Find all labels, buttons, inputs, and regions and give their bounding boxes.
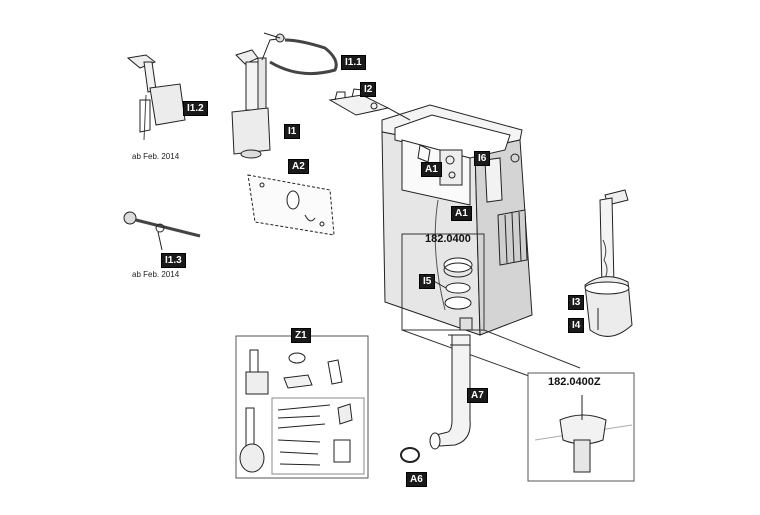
alt-hose <box>123 211 201 251</box>
label-i1-3: I1.3 <box>161 253 186 268</box>
label-a7: A7 <box>467 388 488 403</box>
flush-pipe <box>429 317 473 450</box>
label-i1-2: I1.2 <box>183 101 208 116</box>
label-i3: I3 <box>568 295 585 310</box>
label-i1: I1 <box>284 124 301 139</box>
label-a2: A2 <box>288 159 309 174</box>
label-i2: I2 <box>360 82 377 97</box>
seal-ring <box>400 447 420 463</box>
part-182-0400-box <box>401 233 581 381</box>
flush-valve <box>584 189 633 337</box>
fill-valve <box>231 37 286 159</box>
kit-box <box>235 335 369 479</box>
part-number-main: 182.0400 <box>425 233 471 245</box>
alt-fill-valve <box>126 54 186 141</box>
part-number-detail: 182.0400Z <box>548 376 601 388</box>
label-a1-top: A1 <box>421 162 442 177</box>
detail-box <box>527 372 635 482</box>
mounting-plate <box>247 174 335 236</box>
label-a1-bottom: A1 <box>451 206 472 221</box>
label-a6: A6 <box>406 472 427 487</box>
label-i4: I4 <box>568 318 585 333</box>
caption-feb-2014-bottom: ab Feb. 2014 <box>132 270 180 279</box>
fill-hose <box>263 32 338 76</box>
bracket <box>328 88 411 121</box>
label-i6: I6 <box>474 151 491 166</box>
label-z1: Z1 <box>291 328 311 343</box>
caption-feb-2014-top: ab Feb. 2014 <box>132 152 180 161</box>
label-i1-1: I1.1 <box>341 55 366 70</box>
label-i5: I5 <box>419 274 436 289</box>
